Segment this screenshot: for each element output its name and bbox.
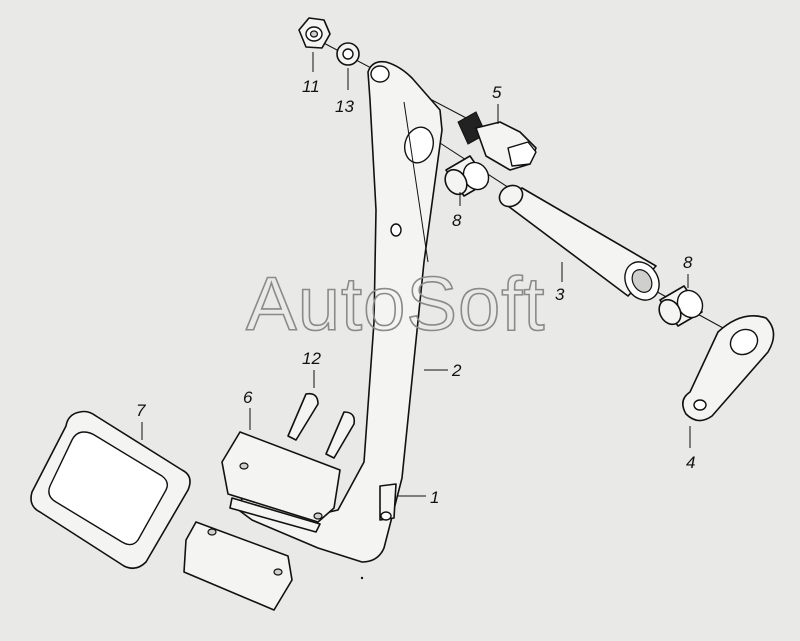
part-washer: [336, 42, 360, 66]
callout-8-lower: 8: [683, 253, 693, 272]
part-bushing-lower: [658, 285, 704, 327]
part-rivet-right: [325, 411, 356, 459]
part-rivet-left: [287, 392, 319, 441]
part-bushing-upper: [444, 155, 490, 197]
callout-3: 3: [555, 285, 565, 304]
callout-12: 12: [302, 349, 321, 368]
callout-8-upper: 8: [452, 211, 462, 230]
callout-7: 7: [136, 401, 146, 420]
callout-5: 5: [492, 83, 502, 102]
callout-1: 1: [430, 488, 439, 507]
part-pad-plate: [221, 431, 341, 533]
callout-6: 6: [243, 388, 253, 407]
part-bolt: [457, 111, 537, 171]
stray-dot: [360, 576, 364, 580]
part-bracket: [379, 483, 397, 521]
part-shaft-tube: [498, 184, 660, 301]
part-lever-plate: [682, 315, 775, 422]
callout-13: 13: [335, 97, 354, 116]
watermark-text: AutoSoft: [246, 262, 546, 347]
callout-2: 2: [451, 361, 462, 380]
part-rubber-pad: [30, 410, 191, 570]
part-nut: [298, 17, 331, 49]
callout-4: 4: [686, 453, 695, 472]
part-pad-cover: [183, 521, 293, 611]
callout-11: 11: [302, 77, 320, 96]
